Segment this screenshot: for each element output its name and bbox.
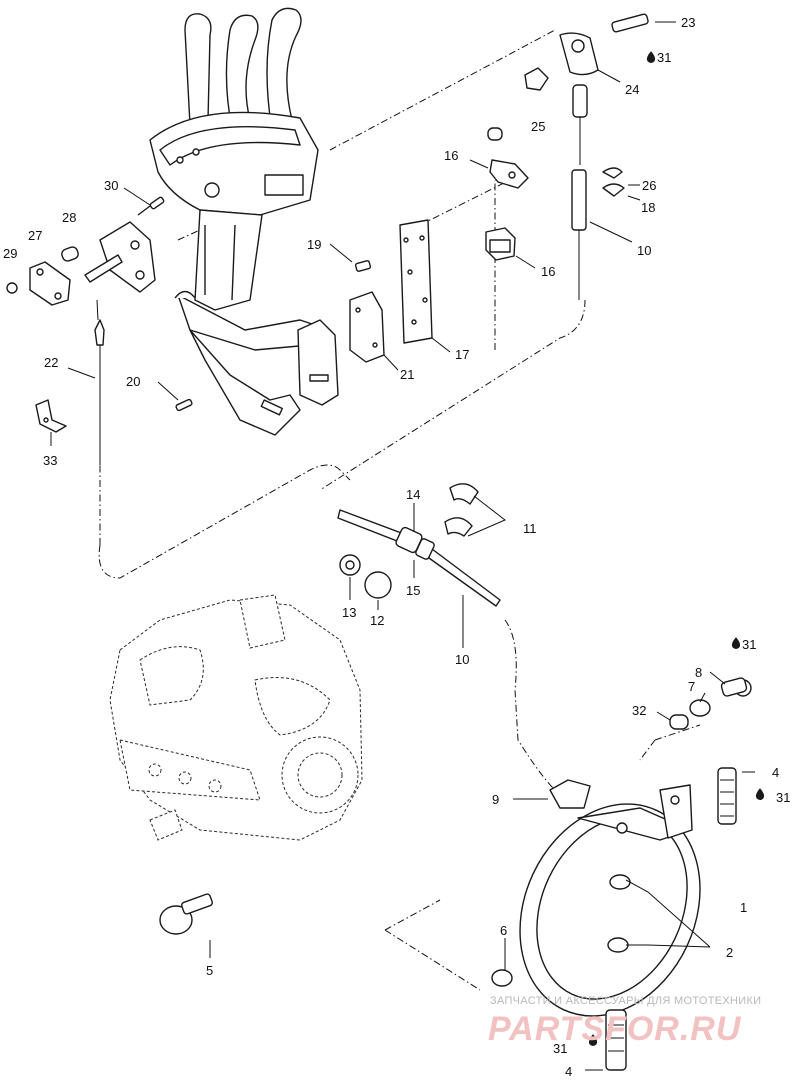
callout-29: 29	[3, 246, 17, 261]
callout-7: 7	[688, 679, 695, 694]
callout-25: 25	[531, 119, 545, 134]
callout-14: 14	[406, 487, 420, 502]
callout-24: 24	[625, 82, 639, 97]
callout-11: 11	[523, 521, 537, 536]
callout-5: 5	[206, 963, 213, 978]
callout-31: 31	[553, 1041, 567, 1056]
routing-lines	[98, 29, 701, 991]
callout-28: 28	[62, 210, 76, 225]
callout-2: 2	[726, 945, 733, 960]
callout-31: 31	[657, 50, 671, 65]
leader-lines	[50, 21, 755, 1071]
callout-12: 12	[370, 613, 384, 628]
callout-32: 32	[632, 703, 646, 718]
left-linkage	[6, 196, 165, 465]
mounting-plates	[175, 219, 433, 412]
upper-cable-end	[485, 13, 649, 300]
callout-16: 16	[541, 264, 555, 279]
callout-26: 26	[642, 178, 656, 193]
callout-6: 6	[500, 923, 507, 938]
callout-16: 16	[444, 148, 458, 163]
oil-drop-icon	[755, 788, 765, 800]
callout-23: 23	[681, 15, 695, 30]
gearcase-ghost	[109, 594, 363, 841]
callout-18: 18	[641, 200, 655, 215]
callout-1: 1	[740, 900, 747, 915]
callout-20: 20	[126, 374, 140, 389]
oil-drop-icon	[646, 51, 656, 63]
callout-19: 19	[307, 237, 321, 252]
lower-cable	[337, 483, 591, 809]
callout-27: 27	[28, 228, 42, 243]
throttle-shifter-assembly	[149, 7, 339, 436]
callout-10: 10	[455, 652, 469, 667]
callout-33: 33	[43, 453, 57, 468]
adapter-ring	[159, 677, 752, 1071]
callout-30: 30	[104, 178, 118, 193]
callout-22: 22	[44, 355, 58, 370]
oil-drop-icon	[731, 637, 741, 649]
callout-21: 21	[400, 367, 414, 382]
oil-drop-icon	[588, 1034, 598, 1046]
callout-9: 9	[492, 792, 499, 807]
callout-labels: 1 2 4 4 5 6 7 8 9 10 10 11 12 13 14 15 1…	[3, 15, 790, 1079]
callout-8: 8	[695, 665, 702, 680]
watermark-logo: PARTSFOR.RU	[488, 1010, 742, 1048]
callout-13: 13	[342, 605, 356, 620]
watermark-tagline: ЗАПЧАСТИ И АКСЕССУАРЫ ДЛЯ МОТОТЕХНИКИ	[490, 995, 761, 1007]
callout-15: 15	[406, 583, 420, 598]
watermark: ЗАПЧАСТИ И АКСЕССУАРЫ ДЛЯ МОТОТЕХНИКИ PA…	[488, 995, 761, 1048]
lube-drop-icons	[588, 51, 765, 1046]
callout-4: 4	[565, 1064, 572, 1079]
callout-10: 10	[637, 243, 651, 258]
callout-31: 31	[742, 637, 756, 652]
callout-4: 4	[772, 765, 779, 780]
callout-31: 31	[776, 790, 790, 805]
callout-17: 17	[455, 347, 469, 362]
